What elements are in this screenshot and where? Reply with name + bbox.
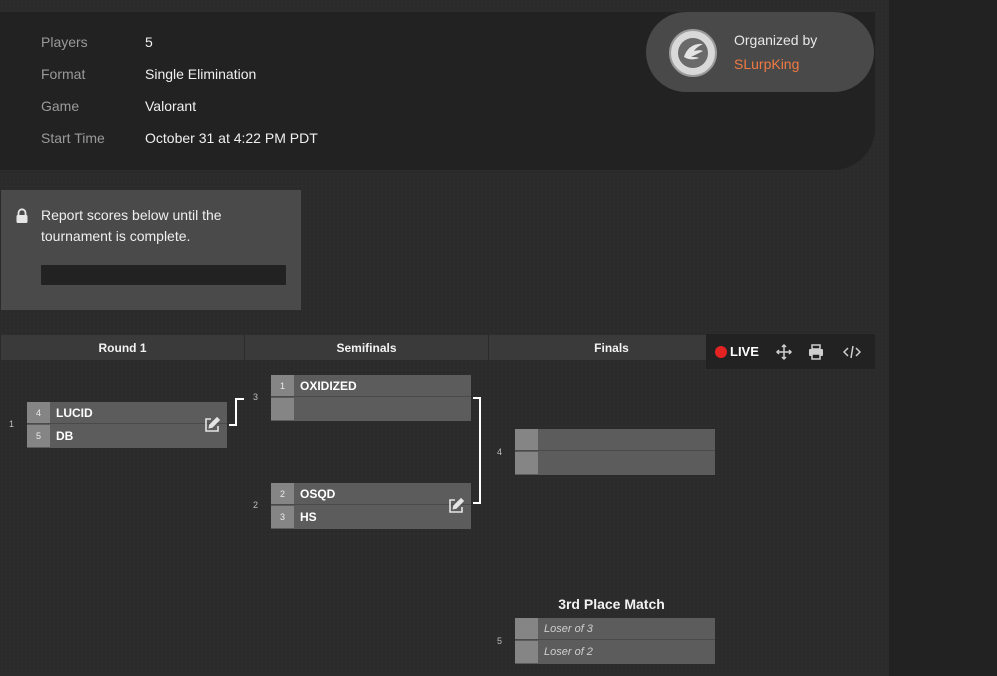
- bracket-toolbar: LIVE: [706, 334, 875, 369]
- match-slot[interactable]: 5 DB: [27, 425, 227, 447]
- match-number: 3: [253, 392, 259, 402]
- info-label: Players: [41, 34, 88, 50]
- report-scores-notice: Report scores below until the tournament…: [1, 190, 301, 310]
- seed-number: [271, 398, 294, 420]
- match-slot[interactable]: 1 OXIDIZED: [271, 375, 471, 397]
- info-value: October 31 at 4:22 PM PDT: [145, 130, 318, 146]
- match-slot[interactable]: 4 LUCID: [27, 402, 227, 424]
- participant-placeholder: Loser of 3: [544, 623, 593, 635]
- match-slot[interactable]: [515, 452, 715, 474]
- third-place-title: 3rd Place Match: [558, 596, 665, 612]
- match-3[interactable]: 1 OXIDIZED: [271, 375, 471, 421]
- match-1[interactable]: 4 LUCID 5 DB: [27, 402, 227, 448]
- seed-number: [515, 618, 538, 639]
- round-header-round-1: Round 1: [1, 335, 244, 360]
- match-number: 5: [497, 636, 503, 646]
- bracket-connector: [235, 398, 237, 426]
- participant-name: OXIDIZED: [300, 379, 357, 393]
- seed-number: 3: [271, 506, 294, 528]
- info-label: Format: [41, 66, 86, 82]
- notice-input-bar: [41, 265, 286, 285]
- round-header-semifinals: Semifinals: [245, 335, 488, 360]
- seed-number: 5: [27, 425, 50, 447]
- match-slot[interactable]: 2 OSQD: [271, 483, 471, 505]
- notice-message: Report scores below until the tournament…: [41, 207, 222, 244]
- organizer-card[interactable]: Organized by SLurpKing: [646, 12, 874, 92]
- bracket-connector: [479, 397, 481, 504]
- organizer-name-link[interactable]: SLurpKing: [734, 56, 800, 72]
- edit-score-icon[interactable]: [447, 497, 465, 515]
- match-slot[interactable]: [515, 429, 715, 451]
- seed-number: 2: [271, 483, 294, 504]
- info-value: 5: [145, 34, 153, 50]
- match-5-third-place[interactable]: Loser of 3 Loser of 2: [515, 618, 715, 664]
- seed-number: 4: [27, 402, 50, 423]
- participant-name: DB: [56, 429, 74, 443]
- bracket-connector: [229, 424, 235, 426]
- match-4-final[interactable]: [515, 429, 715, 475]
- participant-name: HS: [300, 510, 317, 524]
- info-value: Single Elimination: [145, 66, 257, 82]
- match-slot[interactable]: 3 HS: [271, 506, 471, 528]
- seed-number: [515, 429, 538, 450]
- live-label[interactable]: LIVE: [730, 344, 759, 359]
- print-icon[interactable]: [807, 343, 825, 361]
- seed-number: [515, 641, 538, 663]
- participant-placeholder: Loser of 2: [544, 646, 593, 658]
- organizer-title: Organized by: [734, 32, 818, 48]
- bracket-connector: [473, 397, 481, 399]
- match-number: 2: [253, 500, 259, 510]
- live-indicator-icon: [715, 346, 727, 358]
- page-right-gutter: [889, 0, 997, 676]
- info-value: Valorant: [145, 98, 197, 114]
- seed-number: 1: [271, 375, 294, 396]
- match-2[interactable]: 2 OSQD 3 HS: [271, 483, 471, 529]
- match-number: 4: [497, 447, 503, 457]
- match-number: 1: [9, 419, 15, 429]
- info-label: Game: [41, 98, 80, 114]
- match-slot[interactable]: Loser of 3: [515, 618, 715, 640]
- match-slot[interactable]: [271, 398, 471, 420]
- embed-code-icon[interactable]: [842, 343, 862, 361]
- participant-name: LUCID: [56, 406, 93, 420]
- lock-icon: [15, 208, 29, 229]
- round-header-finals: Finals: [489, 335, 734, 360]
- move-icon[interactable]: [775, 343, 793, 361]
- info-label: Start Time: [41, 130, 105, 146]
- wing-logo-icon[interactable]: [669, 29, 717, 77]
- bracket-connector: [473, 502, 481, 504]
- bracket-connector: [235, 398, 244, 400]
- seed-number: [515, 452, 538, 474]
- edit-score-icon[interactable]: [203, 416, 221, 434]
- participant-name: OSQD: [300, 487, 336, 501]
- match-slot[interactable]: Loser of 2: [515, 641, 715, 663]
